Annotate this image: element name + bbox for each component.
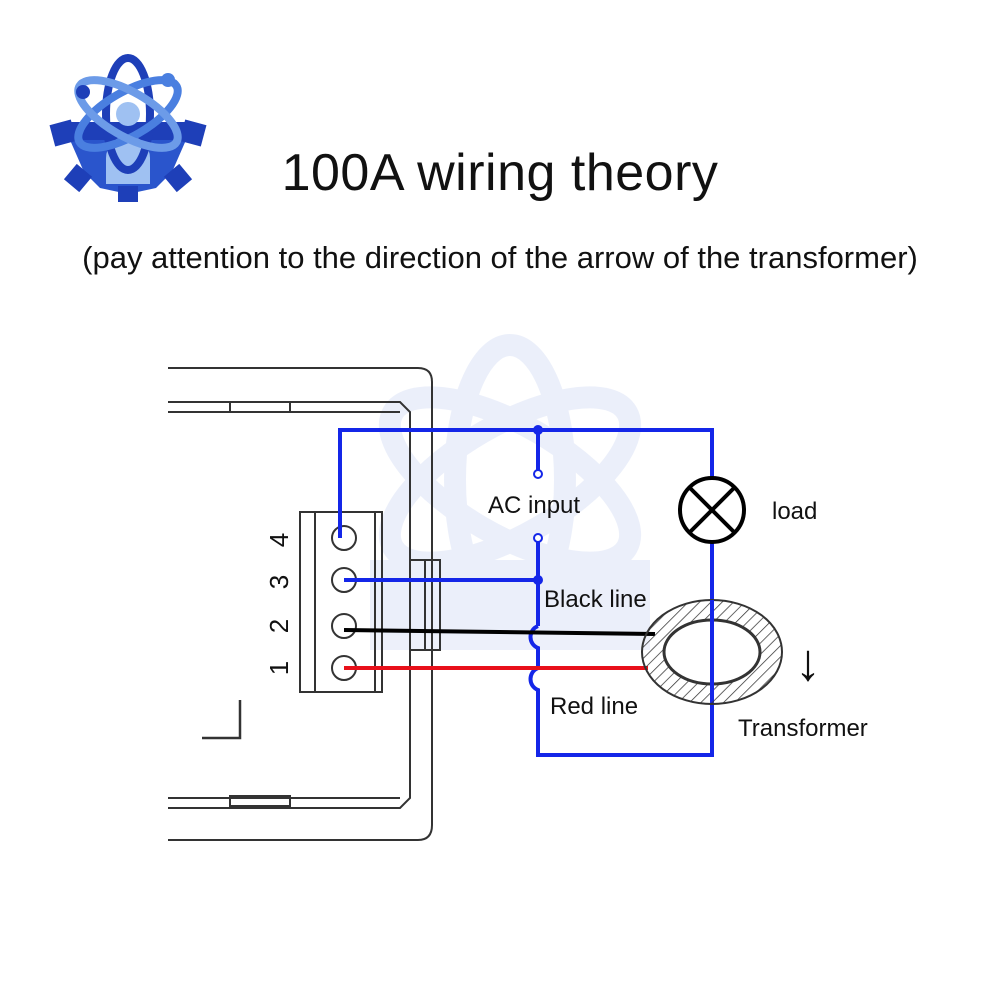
load-label: load <box>772 498 817 525</box>
direction-arrow-icon: ↓ <box>795 634 821 692</box>
blue-wire-junction <box>533 425 543 435</box>
terminal-label-2: 2 <box>264 619 294 633</box>
blue-wire-junction <box>533 575 543 585</box>
meter-housing <box>168 367 441 841</box>
terminal-label-3: 3 <box>264 575 294 589</box>
ac-input-label: AC input <box>488 492 580 519</box>
terminal-label-1: 1 <box>264 661 294 675</box>
page-title: 100A wiring theory <box>281 144 719 202</box>
transformer-label: Transformer <box>738 715 868 742</box>
ac-input-terminal <box>533 533 543 543</box>
atom-icon <box>74 54 182 174</box>
terminal-label-4: 4 <box>264 533 294 547</box>
page-subtitle: (pay attention to the direction of the a… <box>82 240 918 275</box>
load-lamp-icon <box>678 476 746 544</box>
black-wire <box>343 628 656 636</box>
red-line-label: Red line <box>550 693 638 720</box>
terminal-2 <box>331 613 357 639</box>
terminal-4 <box>331 525 357 551</box>
ac-input-terminal <box>533 469 543 479</box>
black-line-label: Black line <box>544 586 647 613</box>
terminal-block <box>299 511 383 693</box>
logo-icon <box>49 54 207 202</box>
